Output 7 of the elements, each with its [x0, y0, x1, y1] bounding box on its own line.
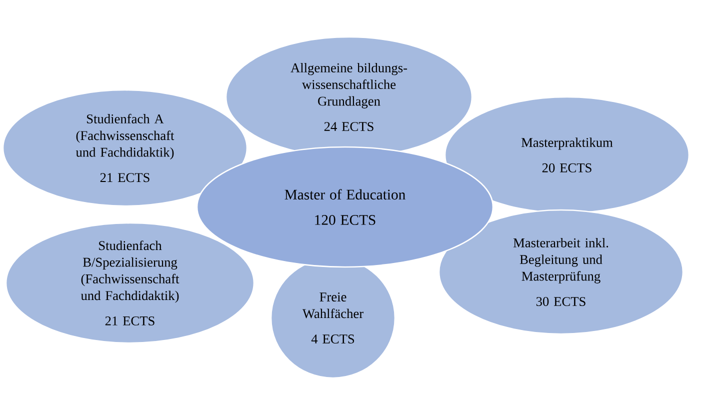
ellipse-node: Freie Wahlfächer 4 ECTS	[270, 257, 396, 379]
ellipse-node: Studienfach B/Spezialisierung (Fachwissenschaft und Fachdidaktik) 21 ECTS	[5, 222, 255, 344]
ellipse-node: Studienfach A (Fachwissenschaft und Fachdidaktik) 21 ECTS	[2, 89, 248, 207]
ellipse-node: Masterarbeit inkl. Begleitung und Masterprüfung 30 ECTS	[438, 209, 684, 335]
ellipse-node: Masterpraktikum 20 ECTS	[444, 96, 690, 214]
ellipse-node: Allgemeine bildungs-wissenschaftliche Grundlagen 24 ECTS	[225, 36, 473, 158]
ellipse-node: Master of Education 120 ECTS	[196, 146, 494, 268]
